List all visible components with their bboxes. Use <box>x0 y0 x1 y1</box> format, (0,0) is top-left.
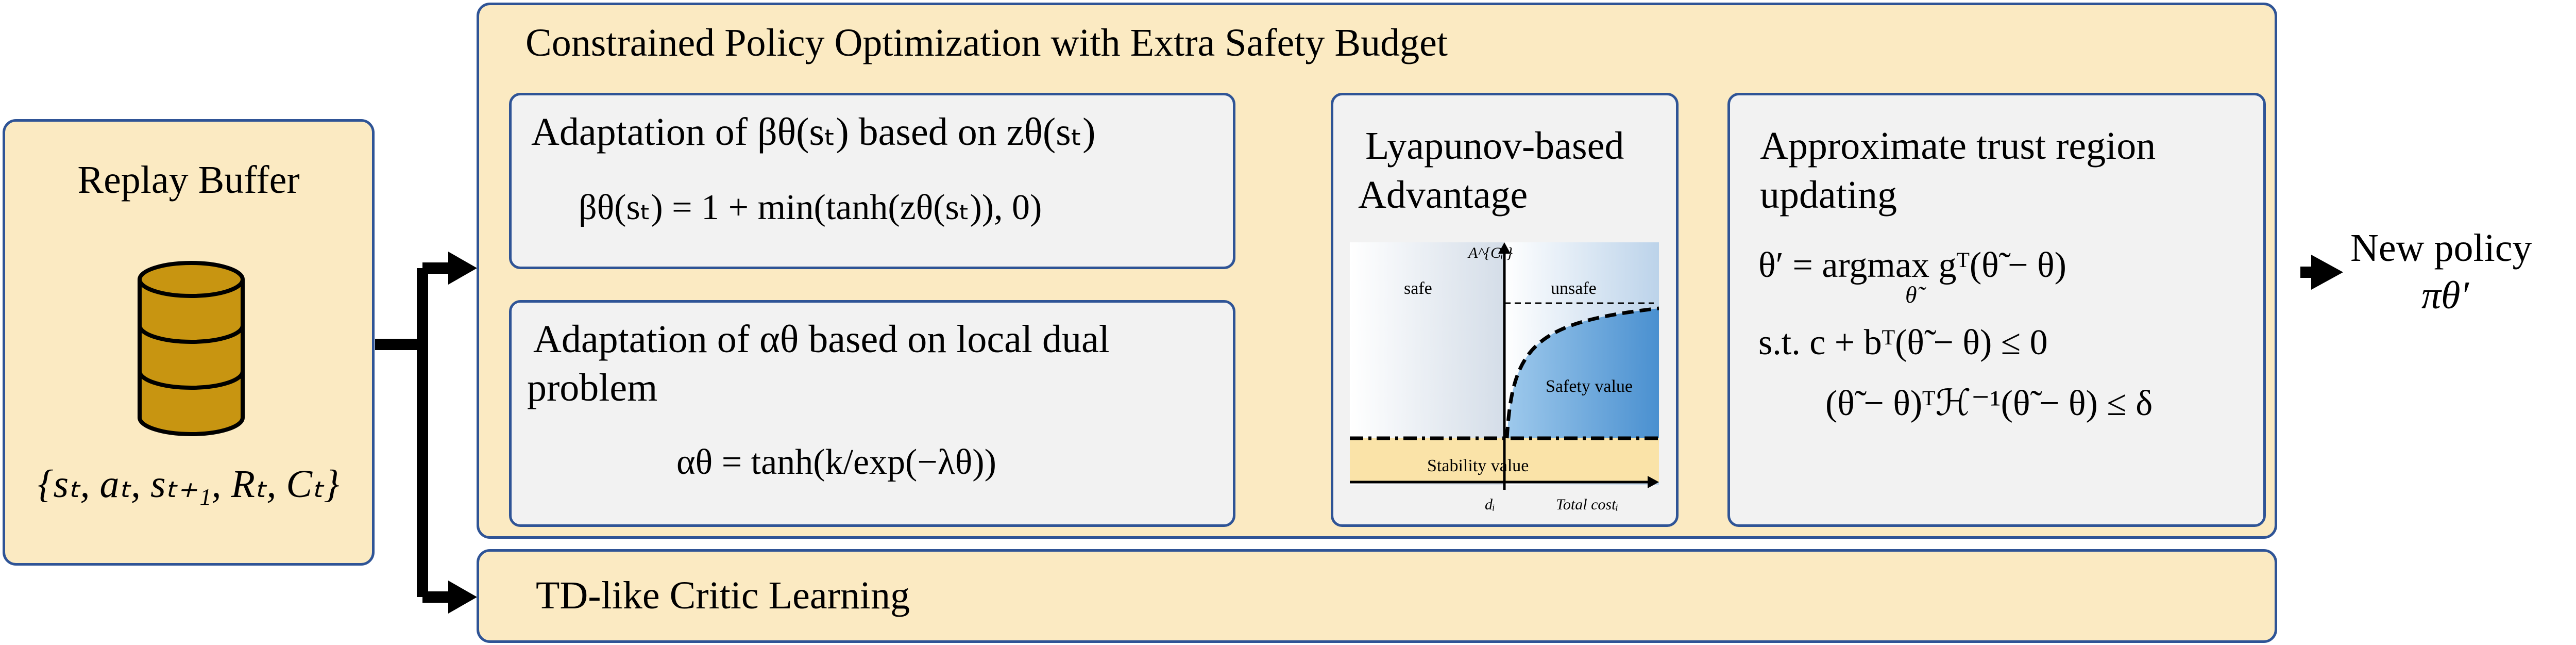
trust-argmax-subscript: θ̃ <box>1905 282 1917 308</box>
alpha-title-line1: Adaptation of αθ based on local dual <box>533 318 1110 361</box>
critic-title: TD-like Critic Learning <box>536 574 910 617</box>
alpha-title-line2: problem <box>527 366 658 409</box>
plot-stability-value-label: Stability value <box>1427 456 1529 475</box>
plot-threshold-label: dᵢ <box>1485 496 1495 513</box>
trust-region-box: Approximate trust region updating θ′ = a… <box>1727 93 2266 527</box>
trust-objective-equation: θ′ = argmax gᵀ(θ̃ − θ) <box>1758 245 2066 285</box>
plot-unsafe-label: unsafe <box>1551 279 1597 298</box>
output-line1: New policy <box>2350 226 2532 270</box>
plot-x-axis-label: Total costᵢ <box>1556 496 1618 513</box>
beta-title: Adaptation of βθ(sₜ) based on zθ(sₜ) <box>531 110 1096 154</box>
trust-kl-equation: (θ̃ − θ)ᵀℋ⁻¹(θ̃ − θ) ≤ δ <box>1825 384 2153 423</box>
cpo-title: Constrained Policy Optimization with Ext… <box>526 21 1448 64</box>
trust-title-line1: Approximate trust region <box>1760 124 2156 168</box>
trust-constraint-equation: s.t. c + bᵀ(θ̃ − θ) ≤ 0 <box>1758 323 2048 362</box>
replay-buffer-box: Replay Buffer {sₜ, aₜ, sₜ₊₁, Rₜ, Cₜ} <box>3 119 375 566</box>
alpha-equation: αθ = tanh(k/exp(−λθ)) <box>676 442 996 482</box>
lyapunov-title-line2: Advantage <box>1358 173 1528 217</box>
plot-safety-value-label: Safety value <box>1546 377 1633 396</box>
lyapunov-plot: A^{Cᵢ'} safe unsafe Safety value Stabili… <box>1350 242 1659 513</box>
plot-safe-label: safe <box>1404 279 1432 298</box>
trust-title-line2: updating <box>1760 173 1897 217</box>
critic-box: TD-like Critic Learning <box>477 549 2277 643</box>
beta-adaptation-box: Adaptation of βθ(sₜ) based on zθ(sₜ) βθ(… <box>509 93 1235 269</box>
transition-tuple: {sₜ, aₜ, sₜ₊₁, Rₜ, Cₜ} <box>38 462 340 506</box>
output-line2: πθ′ <box>2421 274 2469 317</box>
beta-equation: βθ(sₜ) = 1 + min(tanh(zθ(sₜ)), 0) <box>579 188 1042 227</box>
lyapunov-box: Lyapunov-based Advantage A^{Cᵢ <box>1331 93 1679 527</box>
plot-y-axis-label: A^{Cᵢ'} <box>1467 244 1513 261</box>
replay-buffer-title: Replay Buffer <box>77 158 300 202</box>
alpha-adaptation-box: Adaptation of αθ based on local dual pro… <box>509 300 1235 527</box>
database-icon <box>138 261 245 436</box>
lyapunov-title-line1: Lyapunov-based <box>1365 124 1624 168</box>
